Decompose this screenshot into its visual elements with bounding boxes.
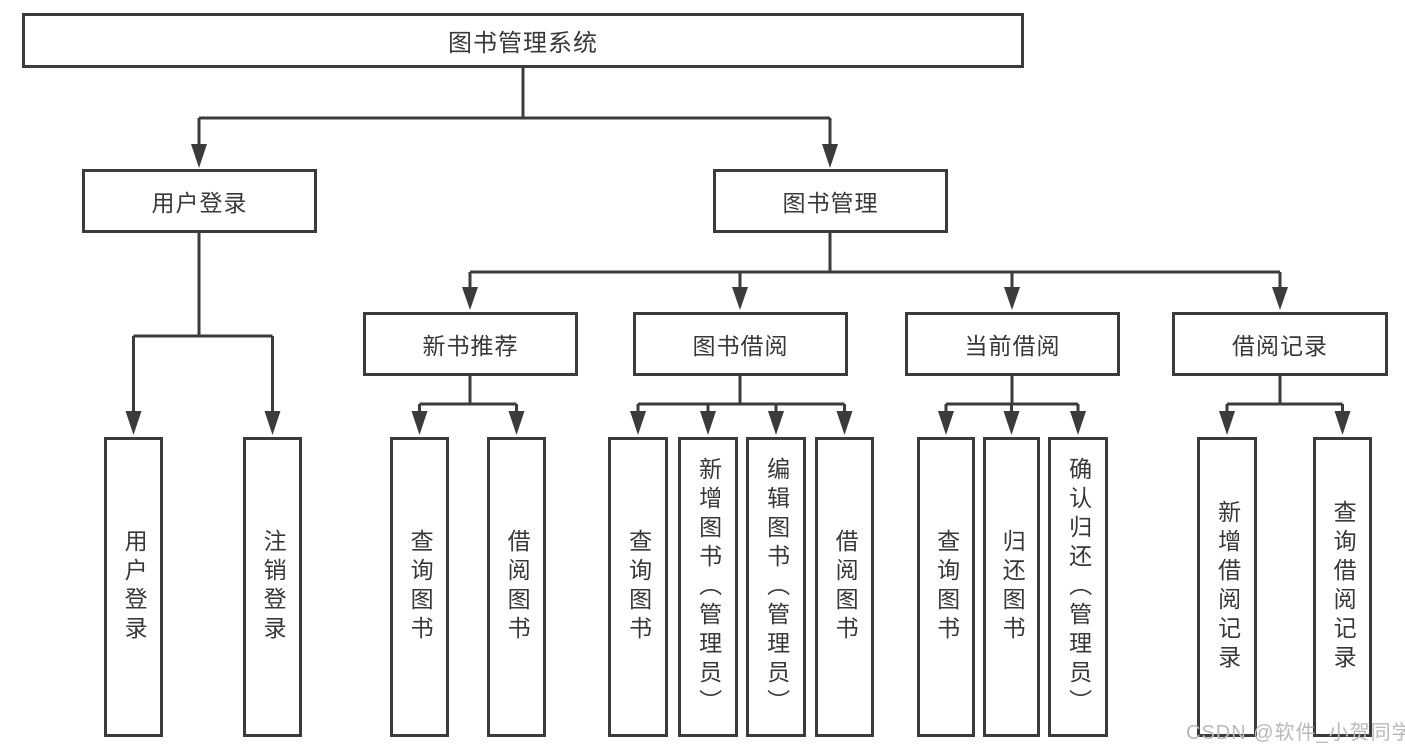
leaf-query-books-borrowing: 查询图书 xyxy=(608,437,668,737)
csdn-watermark: CSDN @软件_小贺同学 xyxy=(1186,722,1405,744)
arrowhead-icon xyxy=(508,411,525,435)
arrowhead-icon xyxy=(1272,287,1288,310)
node-current-borrowing: 当前借阅 xyxy=(905,312,1120,376)
leaf-add-borrow-record: 新增借阅记录 xyxy=(1197,437,1257,737)
leaf-borrow-books-borrowing: 借阅图书 xyxy=(815,437,874,737)
leaf-label: 查询图书 xyxy=(933,529,960,645)
connector-book-management-arrowheads xyxy=(462,287,1288,310)
arrowhead-icon xyxy=(462,287,478,310)
connector-user-login xyxy=(132,233,274,412)
arrowhead-icon xyxy=(1070,411,1086,435)
arrowhead-icon xyxy=(125,411,142,435)
connector-borrowing-records xyxy=(1225,376,1344,412)
leaf-confirm-return-admin: 确认归还（管理员） xyxy=(1048,437,1108,737)
node-label: 图书管理 xyxy=(782,190,879,216)
node-label: 图书借阅 xyxy=(692,333,789,359)
connector-root xyxy=(197,68,832,146)
leaf-label: 注销登录 xyxy=(260,529,287,645)
arrowhead-icon xyxy=(938,411,954,435)
arrowhead-icon xyxy=(822,144,838,168)
leaf-label: 借阅图书 xyxy=(504,529,531,645)
node-label: 新书推荐 xyxy=(422,333,519,359)
leaf-add-books-admin: 新增图书（管理员） xyxy=(678,437,738,737)
connector-current-borrowing xyxy=(944,376,1080,412)
arrowhead-icon xyxy=(1004,287,1020,310)
node-label: 用户登录 xyxy=(151,190,248,216)
node-label: 图书管理系统 xyxy=(448,30,598,57)
arrowhead-icon xyxy=(1003,411,1020,435)
connector-current-borrowing-arrowheads xyxy=(938,411,1086,435)
leaf-return-books: 归还图书 xyxy=(983,437,1040,737)
node-library-system-root: 图书管理系统 xyxy=(22,13,1024,68)
arrowhead-icon xyxy=(191,144,207,168)
leaf-query-books-current: 查询图书 xyxy=(917,437,975,737)
arrowhead-icon xyxy=(411,411,428,435)
node-user-login: 用户登录 xyxy=(82,169,317,233)
leaf-label: 新增借阅记录 xyxy=(1214,500,1241,674)
arrowhead-icon xyxy=(264,411,281,435)
connector-book-borrowing xyxy=(636,376,846,412)
node-borrowing-records: 借阅记录 xyxy=(1172,312,1388,376)
leaf-label: 确认归还（管理员） xyxy=(1065,456,1092,718)
node-label: 借阅记录 xyxy=(1232,333,1328,359)
connector-new-book-recommendation-arrowheads xyxy=(411,411,525,435)
leaf-label: 归还图书 xyxy=(999,529,1026,645)
leaf-logout-login: 注销登录 xyxy=(243,437,302,737)
leaf-label: 编辑图书（管理员） xyxy=(763,456,790,718)
leaf-user-login: 用户登录 xyxy=(104,437,163,737)
connector-new-book-recommendation xyxy=(418,376,518,412)
node-book-borrowing: 图书借阅 xyxy=(633,312,848,376)
connector-borrowing-records-arrowheads xyxy=(1219,411,1351,435)
leaf-query-borrow-record: 查询借阅记录 xyxy=(1313,437,1372,737)
node-new-book-recommendation: 新书推荐 xyxy=(363,312,578,376)
leaf-label: 借阅图书 xyxy=(832,529,859,645)
leaf-query-books-recommendation: 查询图书 xyxy=(390,437,449,737)
node-book-management: 图书管理 xyxy=(713,169,948,233)
leaf-label: 查询图书 xyxy=(407,529,434,645)
connector-user-login-arrowheads xyxy=(125,411,281,435)
connector-root-arrowheads xyxy=(191,144,838,168)
leaf-label: 查询图书 xyxy=(625,529,652,645)
leaf-label: 新增图书（管理员） xyxy=(695,456,722,718)
arrowhead-icon xyxy=(1334,411,1351,435)
node-label: 当前借阅 xyxy=(964,333,1061,359)
leaf-edit-books-admin: 编辑图书（管理员） xyxy=(746,437,806,737)
leaf-borrow-books-recommendation: 借阅图书 xyxy=(487,437,546,737)
leaf-label: 查询借阅记录 xyxy=(1330,500,1357,674)
arrowhead-icon xyxy=(836,411,853,435)
arrowhead-icon xyxy=(732,287,748,310)
connector-book-management xyxy=(468,233,1282,288)
leaf-label: 用户登录 xyxy=(121,529,148,645)
arrowhead-icon xyxy=(1219,411,1235,435)
connector-book-borrowing-arrowheads xyxy=(630,411,853,435)
arrowhead-icon xyxy=(630,411,646,435)
arrowhead-icon xyxy=(768,411,784,435)
arrowhead-icon xyxy=(700,411,716,435)
